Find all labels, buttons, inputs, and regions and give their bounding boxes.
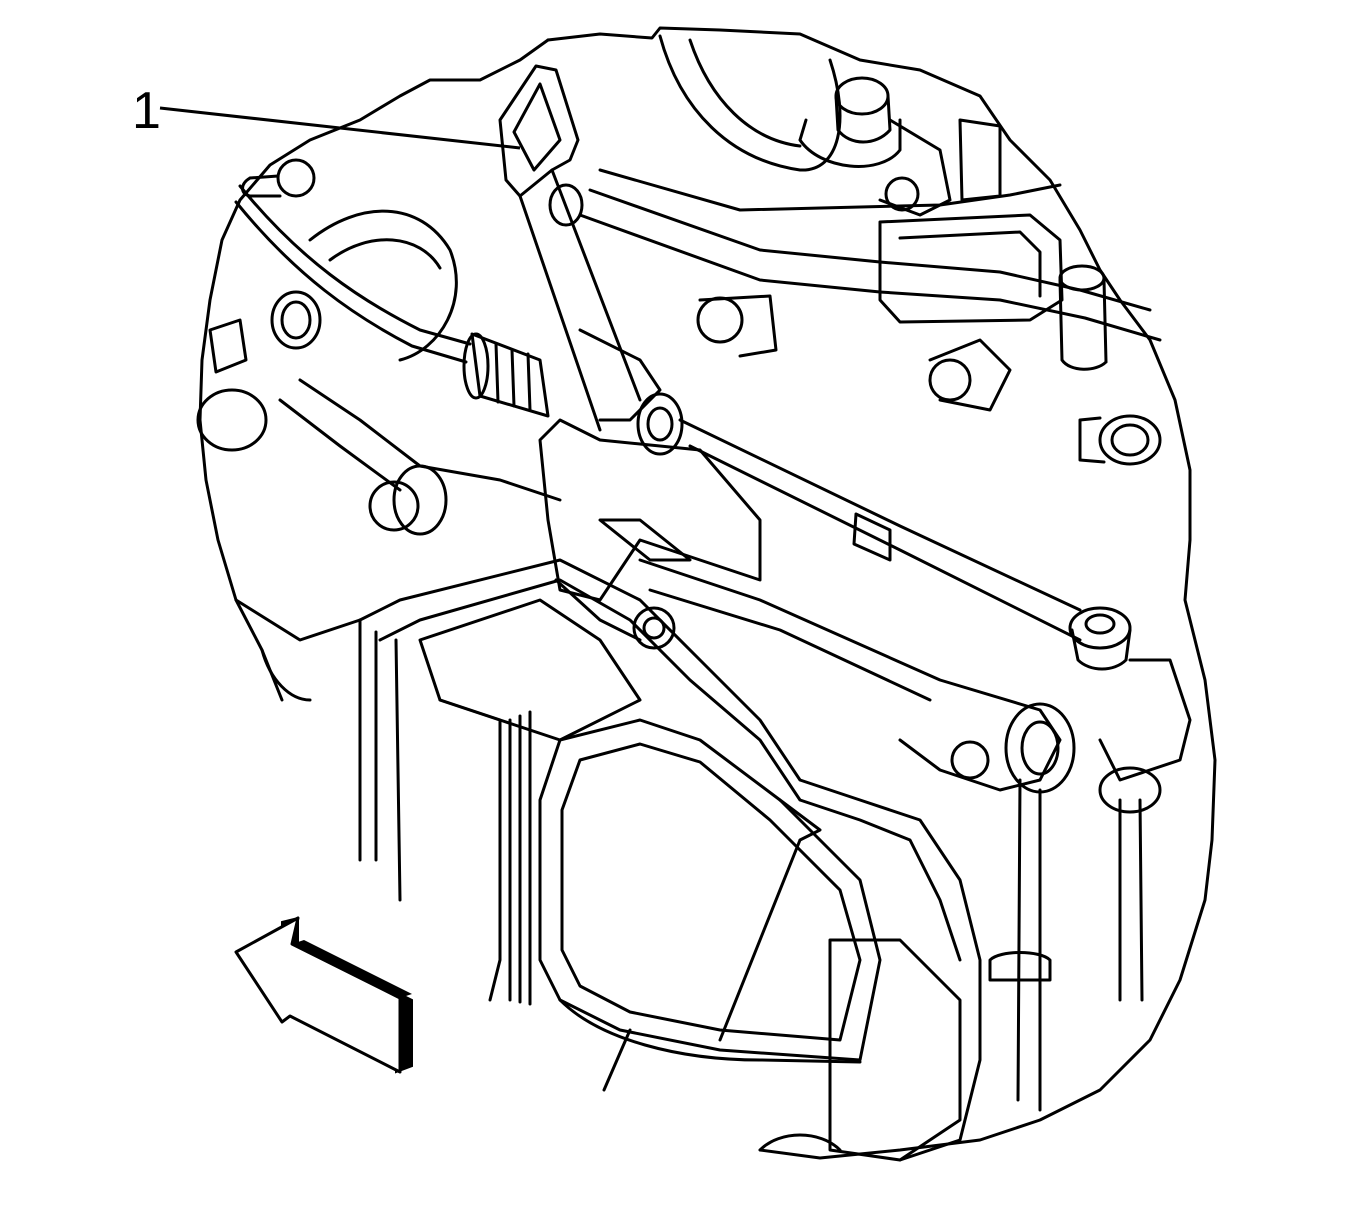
front-direction-arrow-icon	[234, 916, 413, 1074]
top-fitting-cap	[834, 76, 890, 116]
linkage-nut	[950, 740, 990, 780]
callout-1-leader	[159, 106, 521, 150]
hose-upper-left-2	[234, 200, 468, 364]
flywheel-arc-inner	[688, 38, 802, 148]
top-fitting-body	[834, 94, 892, 144]
upper-box	[878, 213, 1064, 324]
left-boss-1-inner	[280, 300, 312, 340]
shift-bracket-slot	[598, 518, 692, 562]
right-plug-body	[1078, 416, 1106, 464]
oil-pan-rim-inner	[378, 578, 962, 962]
hose-upper-left	[238, 184, 472, 346]
right-vertical-rod-1	[1016, 778, 1042, 1112]
mid-bolt	[696, 296, 744, 344]
shift-cable-sleeve	[470, 332, 550, 418]
mid-bolt-body	[698, 294, 778, 358]
ball-joint-top	[1068, 606, 1132, 650]
line-art	[196, 26, 1217, 1162]
left-lever	[278, 378, 562, 502]
left-boss-3	[196, 388, 268, 452]
oil-pan-box-2	[438, 698, 502, 1002]
left-lower-contour	[234, 598, 362, 642]
left-housing	[308, 209, 458, 362]
oil-pan-face-left	[358, 618, 402, 902]
removal-tool-collar	[548, 183, 584, 227]
left-boss-1	[270, 290, 322, 350]
hose-end-nut	[276, 158, 316, 198]
top-fitting-nut	[798, 118, 902, 168]
assembly-outline	[546, 26, 1217, 1160]
direction-arrow-shadow-band	[292, 940, 412, 998]
linkage-arm	[638, 558, 1062, 792]
cable-rod	[678, 418, 1082, 642]
callout-1-label: 1	[132, 82, 161, 140]
assembly-outline-left	[198, 38, 550, 702]
right-mid-bolt	[928, 358, 972, 402]
right-clip	[988, 951, 1052, 982]
shift-cable-ribs	[494, 342, 532, 412]
cable-nut	[636, 392, 684, 456]
right-tube-top	[1058, 264, 1106, 292]
ball-joint-top-inner	[1084, 613, 1116, 635]
removal-tool-jaws	[578, 328, 662, 422]
cable-nut-inner	[646, 406, 674, 442]
right-tube	[1058, 278, 1108, 371]
shift-bracket	[538, 418, 762, 602]
upper-rail-2	[578, 213, 1162, 342]
right-mid-bracket	[928, 338, 1012, 412]
oil-pan-center-panel-inner	[560, 742, 862, 1042]
oil-pan-drain	[718, 798, 822, 1042]
left-housing-2	[328, 238, 442, 270]
removal-tool-shaft	[518, 168, 642, 432]
flywheel-arc	[658, 34, 842, 172]
left-bolt	[368, 480, 420, 532]
left-boss-2	[208, 318, 248, 374]
oil-pan-bottom-lip	[558, 998, 862, 1064]
oil-pan-drain-line	[602, 1028, 632, 1092]
top-bracket-bolt	[884, 176, 920, 212]
shift-bracket-lip	[554, 578, 642, 642]
right-plug	[1098, 414, 1162, 466]
direction-arrow-outline	[234, 916, 402, 1074]
left-lower-contour-2	[260, 648, 312, 702]
oil-pan-center-panel	[538, 718, 882, 1062]
upper-box-inner	[898, 230, 1042, 298]
ball-joint-stud	[1070, 628, 1132, 671]
linkage-end-eye-inner	[1020, 720, 1060, 776]
shift-cable-sleeve-end	[462, 332, 490, 400]
oil-pan-right-box	[828, 938, 962, 1162]
removal-tool-slot	[512, 82, 562, 172]
bracket-bolt-inner	[642, 616, 666, 640]
left-bushing	[392, 464, 448, 536]
oil-pan-bottom-arc	[758, 1133, 842, 1152]
oil-pan-ribs	[508, 710, 532, 1006]
upper-rail-3	[598, 168, 1062, 212]
right-vertical-rod-2	[1118, 798, 1144, 1002]
hose-end-fitting	[241, 174, 282, 198]
right-plug-inner	[1110, 423, 1150, 457]
removal-tool-handle	[498, 64, 580, 198]
oil-pan-rim-outer	[358, 558, 982, 1162]
upper-rail-1	[588, 188, 1152, 312]
bracket-bolt	[632, 606, 676, 650]
cable-rod-sleeve	[852, 512, 892, 562]
top-right-block	[958, 118, 1002, 202]
linkage-bracket	[1098, 658, 1192, 782]
linkage-lower-boss	[1098, 766, 1162, 814]
linkage-arm-2	[648, 588, 932, 702]
